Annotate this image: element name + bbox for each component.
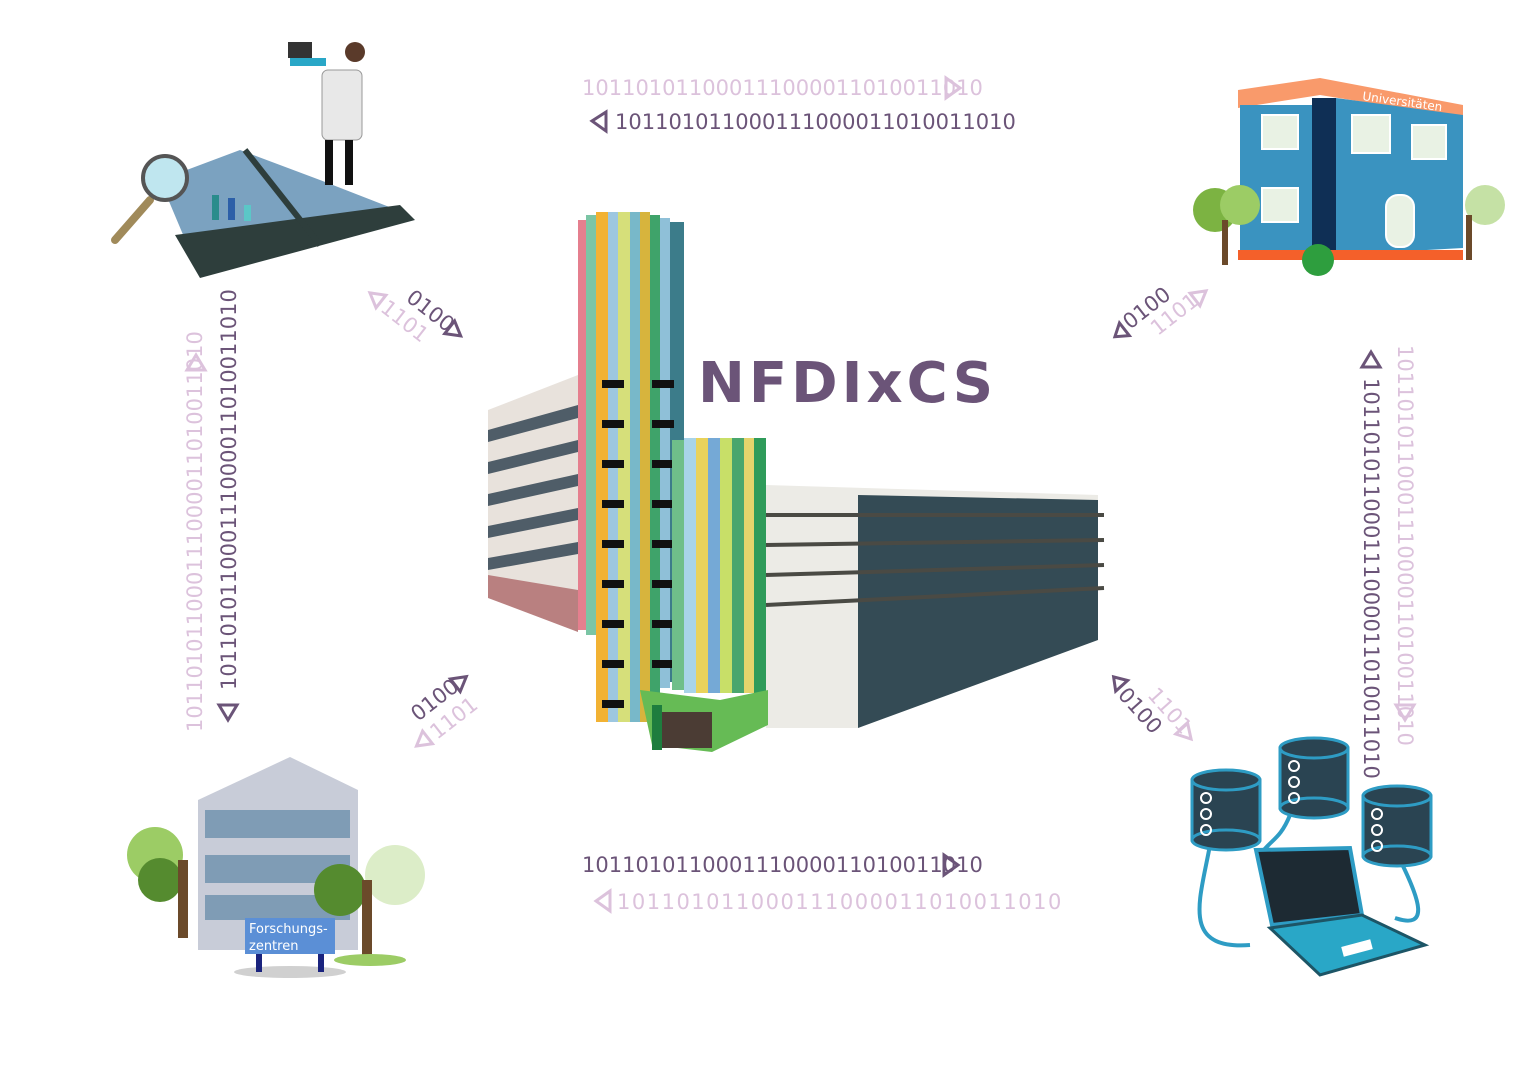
window <box>652 540 674 548</box>
arrow-right-icon <box>942 852 961 878</box>
university-illustration: Universitäten <box>1193 78 1505 276</box>
arrow-up-icon <box>184 352 208 372</box>
binary-right-dark: 101101011000111000011010011010 <box>1359 378 1383 779</box>
binary-diag-top-left: 0100 1101 <box>367 285 464 347</box>
databases-laptop-illustration <box>1190 736 1433 977</box>
arrow-up-icon <box>1359 349 1383 369</box>
binary-diag-bottom-left: 0100 1101 <box>406 674 482 748</box>
window <box>652 420 674 428</box>
binary-top-light: 101101011000111000011010011010 <box>582 76 983 100</box>
binary-left-light: 101101011000111000011010011010 <box>183 331 207 732</box>
database-icon <box>1190 768 1262 852</box>
svg-text:Forschungs-: Forschungs- <box>249 922 328 937</box>
svg-text:zentren: zentren <box>249 939 298 954</box>
researcher-book-illustration <box>111 42 415 278</box>
binary-left-dark: 101101011000111000011010011010 <box>217 289 241 690</box>
arrow-left-icon <box>593 888 612 914</box>
window <box>602 580 624 588</box>
window <box>602 540 624 548</box>
window <box>602 660 624 668</box>
arrow-right-icon <box>944 75 963 101</box>
central-building-illustration <box>488 212 1105 752</box>
binary-diag-top-right: 0100 1101 <box>1112 282 1209 340</box>
window <box>652 660 674 668</box>
database-icon <box>1361 784 1433 868</box>
binary-bottom-dark: 101101011000111000011010011010 <box>582 853 983 877</box>
window <box>652 620 674 628</box>
window <box>602 700 624 708</box>
window <box>652 580 674 588</box>
binary-bottom: 101101011000111000011010011010 101101011… <box>582 852 1063 914</box>
arrow-down-icon <box>1393 703 1417 723</box>
window <box>602 380 624 388</box>
window <box>652 460 674 468</box>
arrow-left-icon <box>589 109 608 134</box>
window <box>652 380 674 388</box>
window <box>602 460 624 468</box>
binary-top-dark: 101101011000111000011010011010 <box>615 110 1016 134</box>
database-icon <box>1278 736 1350 820</box>
binary-bottom-light: 101101011000111000011010011010 <box>617 890 1063 914</box>
binary-diag-bottom-right: 0100 1101 <box>1111 674 1196 742</box>
binary-left: 101101011000111000011010011010 101101011… <box>183 289 241 732</box>
binary-right: 101101011000111000011010011010 101101011… <box>1359 345 1417 779</box>
binary-top: 101101011000111000011010011010 101101011… <box>582 75 1016 134</box>
window <box>652 500 674 508</box>
binary-right-light: 101101011000111000011010011010 <box>1393 345 1417 746</box>
window <box>602 500 624 508</box>
window <box>602 620 624 628</box>
research-centers-illustration: Forschungs- zentren <box>127 757 425 978</box>
title: NFDIxCS <box>698 351 997 416</box>
arrow-down-icon <box>216 703 240 723</box>
research-centers-sign <box>245 918 335 954</box>
window <box>602 420 624 428</box>
